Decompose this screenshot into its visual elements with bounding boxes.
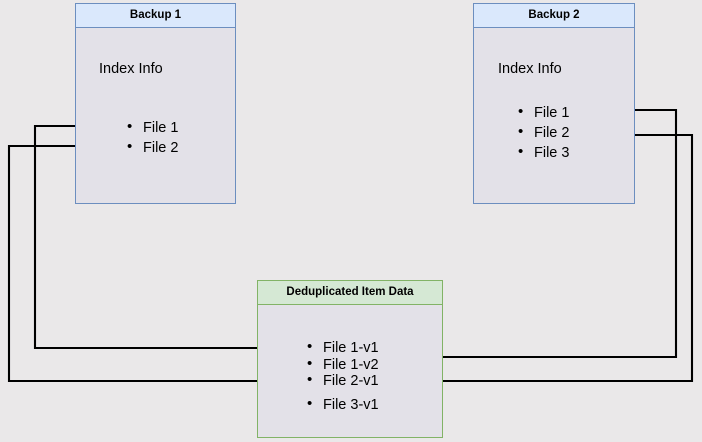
backup-1-box: Backup 1 Index Info File 1 File 2	[75, 3, 236, 204]
backup-1-subtitle: Index Info	[99, 61, 163, 77]
backup-1-file-list: File 1 File 2	[127, 117, 178, 158]
list-item: File 3	[518, 142, 569, 163]
list-item: File 2-v1	[307, 372, 379, 390]
deduplicated-item-data-title: Deduplicated Item Data	[258, 281, 442, 305]
list-item: File 1	[518, 102, 569, 123]
backup-2-box: Backup 2 Index Info File 1 File 2 File 3	[473, 3, 635, 204]
deduplicated-item-data-box: Deduplicated Item Data File 1-v1 File 1-…	[257, 280, 443, 438]
backup-2-title: Backup 2	[474, 4, 634, 28]
list-item: File 1-v1	[307, 339, 379, 357]
list-item: File 2	[518, 122, 569, 143]
list-item: File 1	[127, 117, 178, 138]
backup-1-title: Backup 1	[76, 4, 235, 28]
backup-2-subtitle: Index Info	[498, 61, 562, 77]
list-item: File 2	[127, 137, 178, 158]
list-item: File 3-v1	[307, 396, 379, 414]
list-item: File 1-v2	[307, 356, 379, 374]
deduplicated-item-list: File 1-v1 File 1-v2 File 2-v1 File 3-v1	[307, 339, 379, 414]
backup-2-file-list: File 1 File 2 File 3	[518, 102, 569, 163]
